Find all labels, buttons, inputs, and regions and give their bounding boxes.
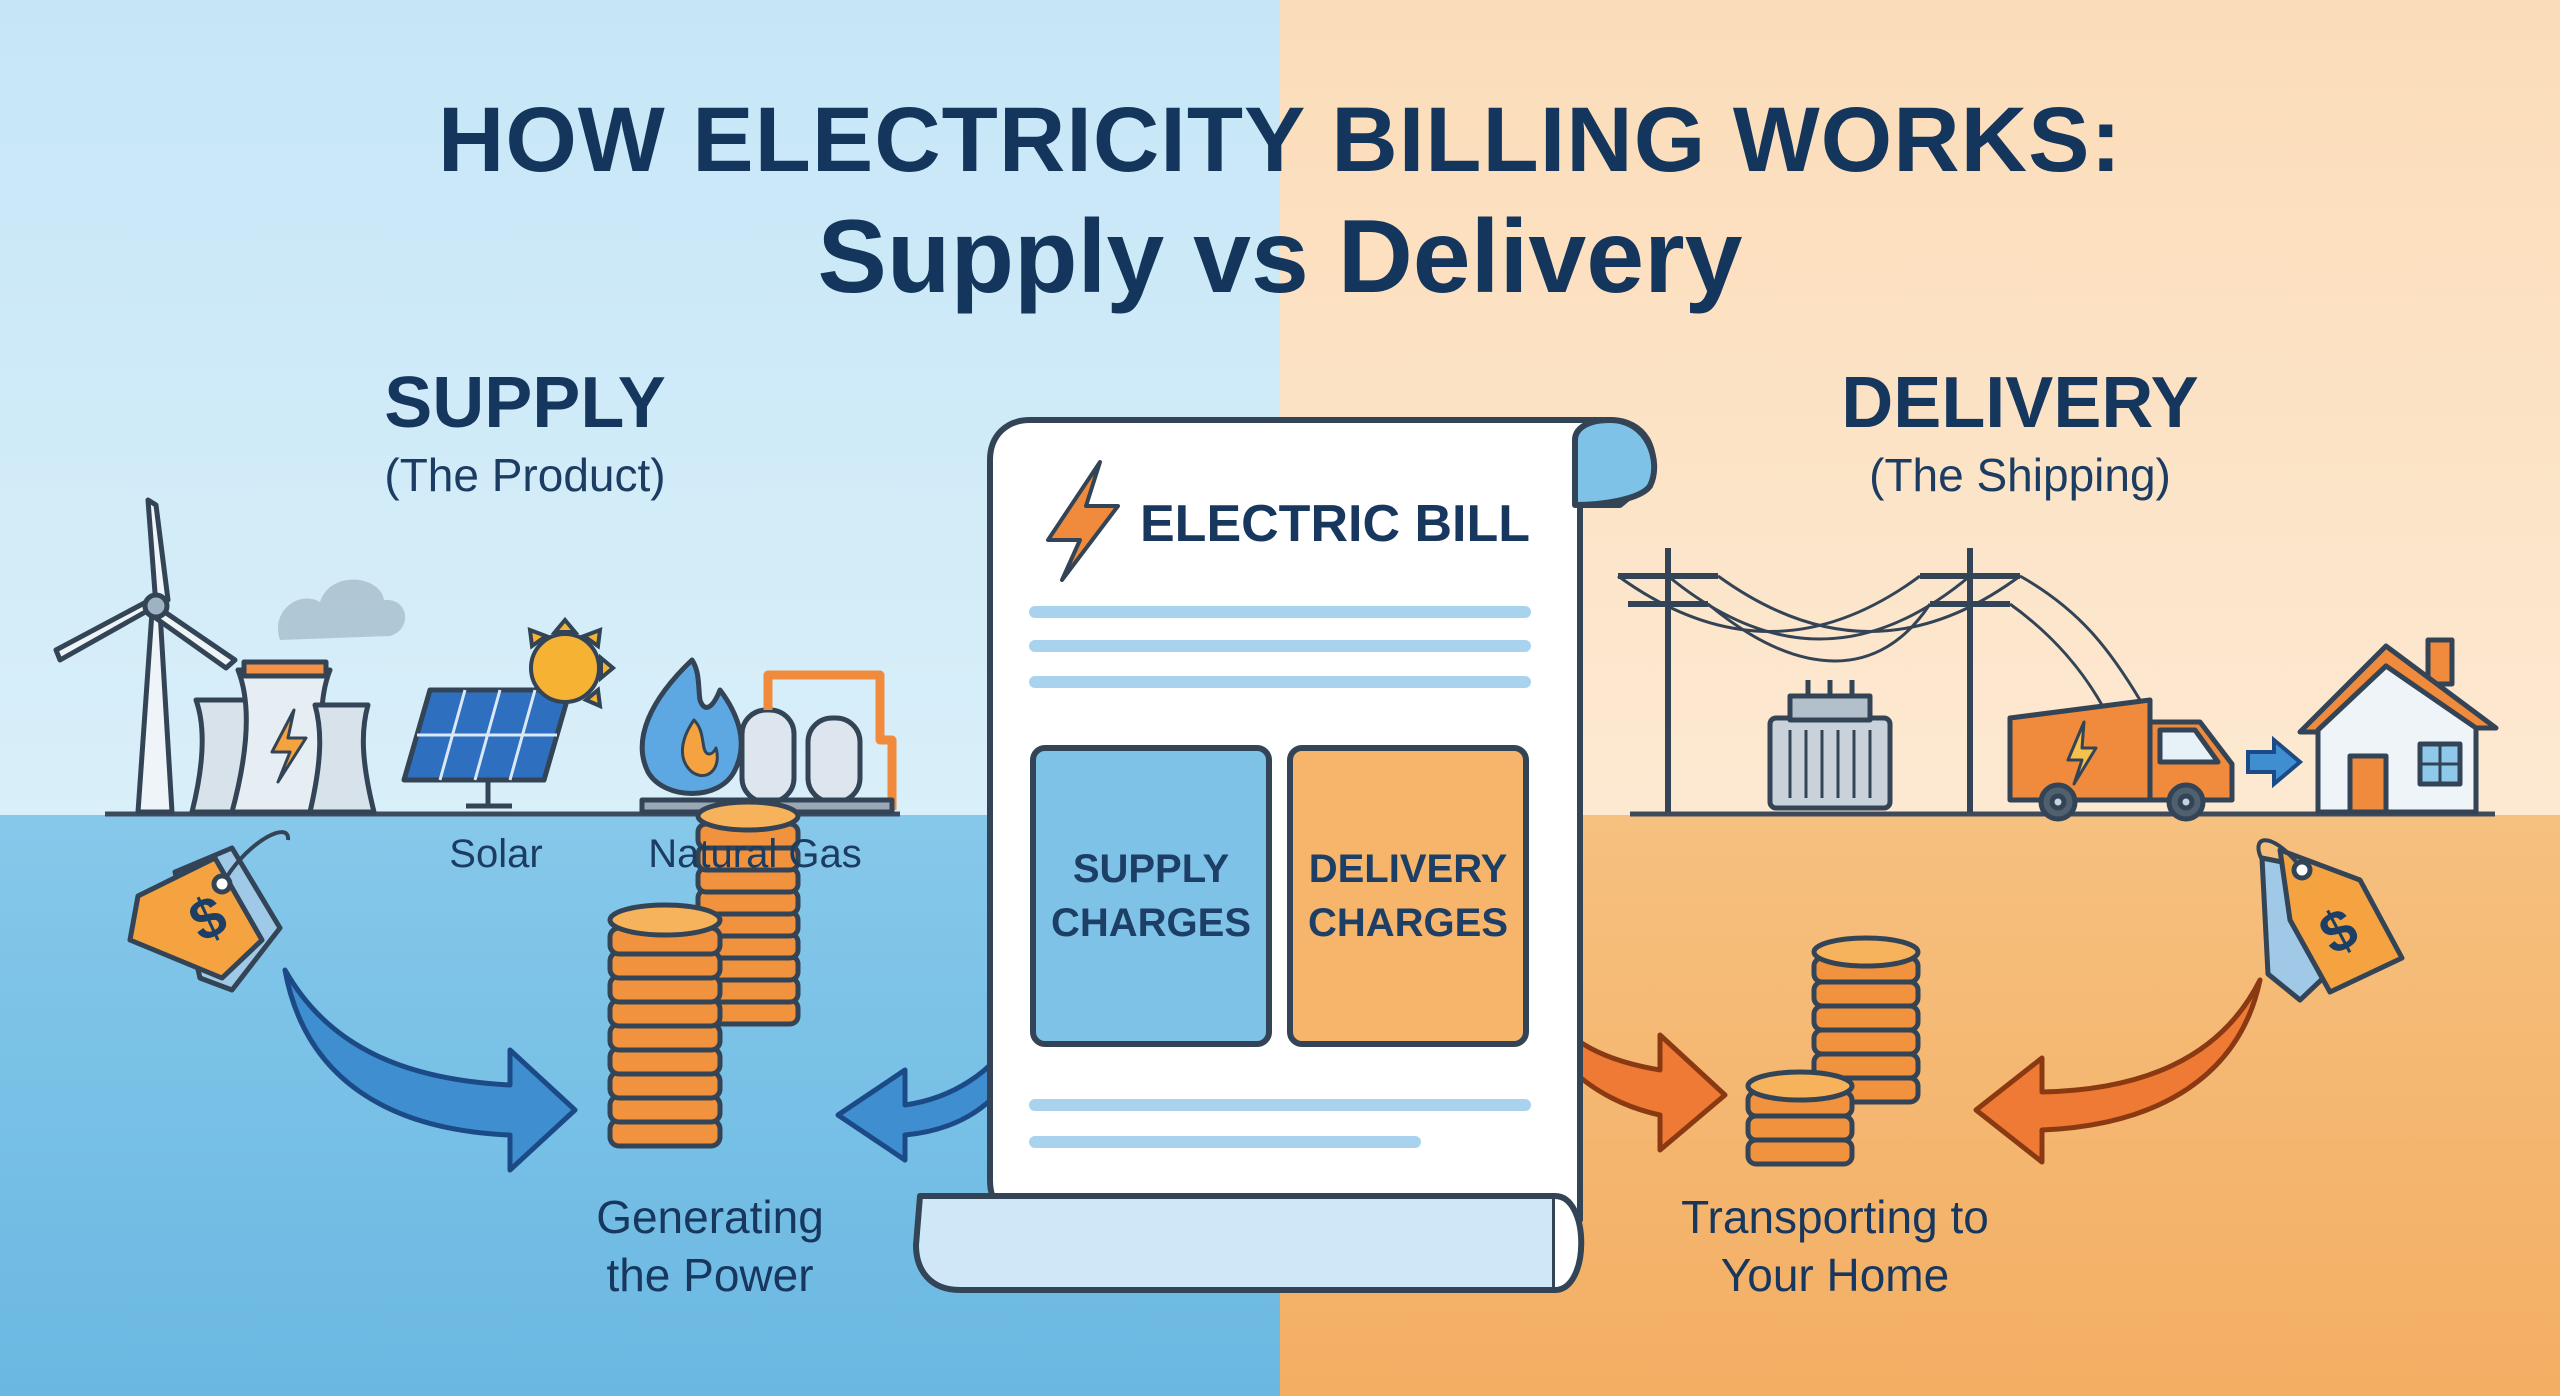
delivery-charges-line1: DELIVERY [1308,847,1508,891]
generating-power-line1: Generating [596,1191,824,1243]
arrow-tag-to-coins [282,967,578,1173]
utility-pole-icon [1617,548,2142,812]
page-title-line1: HOW ELECTRICITY BILLING WORKS: [437,89,2123,191]
generating-power-line2: the Power [606,1249,814,1301]
delivery-charges-label: DELIVERY CHARGES [1290,842,1526,950]
coin-stack-icon [607,799,801,1149]
generating-power-label: Generating the Power [500,1188,920,1304]
delivery-heading: DELIVERY [1841,363,2199,443]
solar-panel-icon [401,687,573,809]
transporting-line2: Your Home [1720,1249,1950,1301]
supply-heading: SUPPLY [384,363,666,443]
lightning-icon [1046,460,1120,582]
transporting-label: Transporting to Your Home [1590,1188,2080,1304]
power-plant-icon [189,579,406,815]
coin-stack-icon-delivery [1745,935,1921,1167]
page-title-line2: Supply vs Delivery [817,199,1743,315]
arrow-to-house [2246,735,2304,789]
sun-icon [527,616,617,710]
price-tag-icon-delivery: $ [2256,838,2405,1003]
solar-label: Solar [449,832,543,876]
supply-charges-label: SUPPLY CHARGES [1033,842,1269,950]
electric-bill-document [913,417,1658,1293]
truck-icon [2007,697,2235,822]
house-icon [2297,637,2499,815]
supply-charges-line1: SUPPLY [1072,847,1230,891]
delivery-subheading: (The Shipping) [1869,449,2171,501]
supply-charges-line2: CHARGES [1050,901,1252,945]
gas-flame-icon [639,657,744,796]
natural-gas-label: Natural Gas [648,832,862,876]
bill-title: ELECTRIC BILL [1140,495,1530,553]
arrow-tag-to-delivery-coins [1973,977,2263,1165]
delivery-charges-line2: CHARGES [1307,901,1509,945]
transporting-line1: Transporting to [1681,1191,1989,1243]
transformer-icon [1767,680,1893,811]
delivery-charges-box [1287,745,1529,1047]
supply-charges-box [1030,745,1272,1047]
price-tag-icon: $ [127,830,290,993]
supply-subheading: (The Product) [384,449,666,501]
wind-turbine-icon [53,497,238,815]
